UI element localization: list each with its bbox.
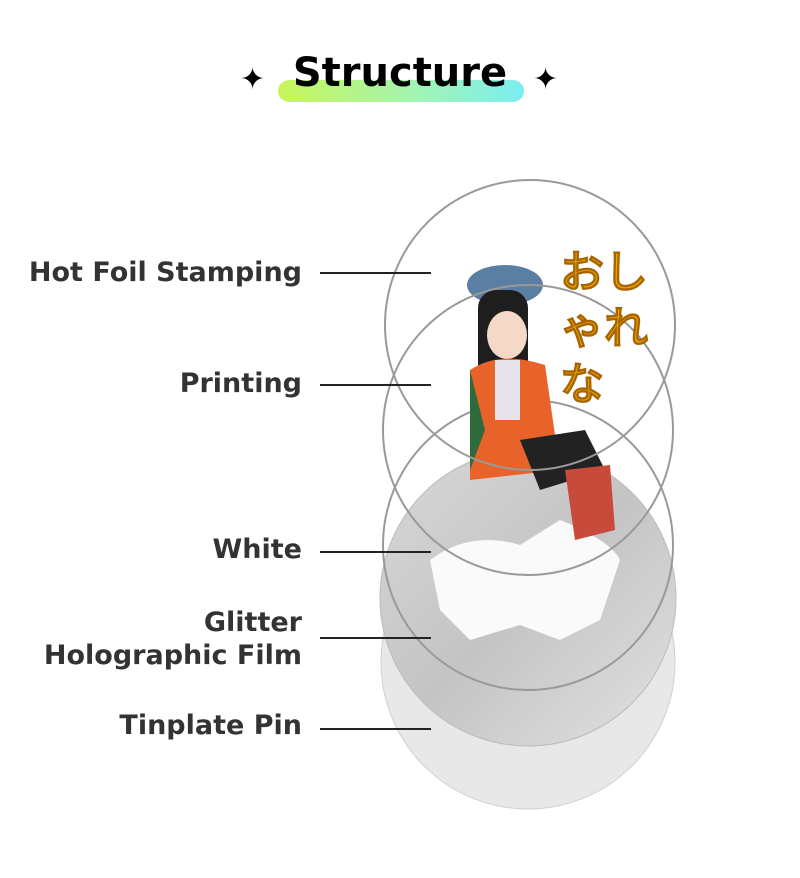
- leader-line: [320, 384, 431, 386]
- hot-foil-layer-outline: [384, 179, 676, 471]
- title-highlight: [278, 80, 524, 102]
- label-glitter: Glitter: [203, 607, 302, 638]
- printing-layer-outline: [382, 284, 674, 576]
- label-holographic-film: Holographic Film: [43, 640, 302, 671]
- leader-line: [320, 551, 431, 553]
- leader-line: [320, 637, 431, 639]
- sparkle-icon: ✦: [240, 62, 266, 97]
- label-tinplate-pin: Tinplate Pin: [119, 710, 302, 741]
- foil-text: おしゃれな: [560, 247, 649, 411]
- character-artwork: [467, 265, 615, 540]
- page-title: Structure: [292, 50, 508, 96]
- label-printing: Printing: [179, 368, 302, 399]
- label-hot-foil-stamping: Hot Foil Stamping: [28, 257, 302, 288]
- leader-line: [320, 728, 431, 730]
- white-layer: [430, 520, 620, 640]
- label-white: White: [212, 534, 302, 565]
- leader-line: [320, 272, 431, 274]
- sparkle-icon: ✦: [533, 62, 559, 97]
